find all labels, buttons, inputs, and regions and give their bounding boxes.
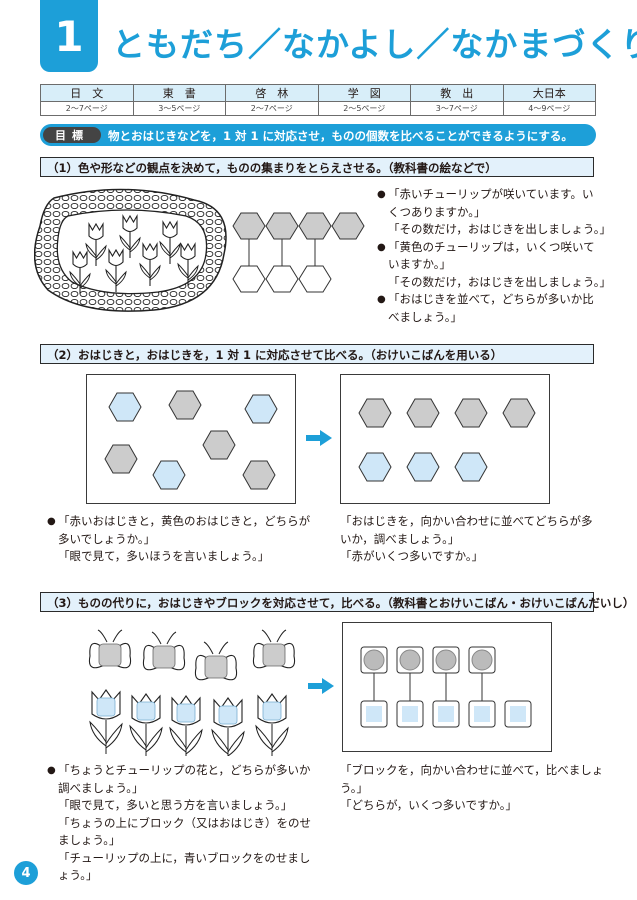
- publisher-name: 啓 林: [225, 84, 319, 102]
- text-line: 「チューリップの上に，青いブロックをのせまし: [58, 850, 311, 865]
- page-number: 4: [14, 861, 38, 885]
- section-2-heading: （2）おはじきと，おはじきを，1 対 1 に対応させて比べる。（おけいこばんを用…: [40, 344, 594, 364]
- text-line: ●「赤いおはじきと，黄色のおはじきと，どちらが: [47, 514, 311, 528]
- tulip-icon: [89, 689, 123, 755]
- text-line: いか，調べましょう。」: [340, 531, 460, 546]
- publisher-name: 日 文: [40, 84, 134, 102]
- butterfly-icon: [194, 641, 238, 681]
- section-3-left-text: ●「ちょうとチューリップの花と，どちらが多いか 調べましょう。」 「眼で見て，多…: [47, 762, 311, 885]
- publisher-pages: 2〜7ページ: [225, 101, 319, 116]
- publisher-pages: 2〜5ページ: [317, 101, 411, 116]
- goal-bar: [40, 124, 596, 146]
- page-title: ともだち／なかよし／なかまづくり: [112, 25, 637, 64]
- text-line: 「ブロックを，向かい合わせに並べて，比べましょ: [340, 763, 604, 777]
- tulip-icon: [211, 697, 245, 756]
- butterfly-icon: [252, 629, 296, 669]
- paired-blocks-board: [342, 622, 552, 752]
- text-line: 「眼で見て，多いほうを言いましょう。」: [58, 549, 270, 563]
- section-2-left-text: ●「赤いおはじきと，黄色のおはじきと，どちらが 多いでしょうか。」 「眼で見て，…: [47, 513, 311, 566]
- text-line: ましょう。」: [58, 833, 121, 847]
- butterflies-and-tulips-illustration: [88, 629, 296, 756]
- goal-tag: 目標: [43, 127, 101, 143]
- unit-number-tab: 1: [40, 0, 98, 72]
- publisher-table: 日 文 東 書 啓 林 学 図 教 出 大日本 2〜7ページ 3〜5ページ 2〜…: [40, 84, 596, 116]
- tulip-icon: [169, 695, 203, 756]
- publisher-pages: 3〜5ページ: [132, 101, 226, 116]
- text-line: 「その数だけ，おはじきを出しましょう。」: [388, 222, 611, 236]
- butterfly-icon: [142, 631, 186, 671]
- text-line: 「どちらが，いくつ多いですか。」: [340, 798, 517, 812]
- publisher-name: 教 出: [410, 84, 504, 102]
- text-line: 「赤がいくつ多いですか。」: [340, 549, 484, 563]
- text-line: 「眼で見て，多いと思う方を言いましょう。」: [58, 798, 293, 812]
- publisher-pages: 2〜7ページ: [40, 101, 134, 116]
- text-line: 調べましょう。」: [58, 780, 144, 795]
- text-line: 「その数だけ，おはじきを出しましょう。」: [388, 274, 611, 289]
- text-line: う。」: [340, 780, 369, 795]
- publisher-name-row: 日 文 東 書 啓 林 学 図 教 出 大日本: [40, 84, 596, 102]
- text-line: いますか。」: [388, 257, 452, 271]
- publisher-name: 東 書: [132, 84, 226, 102]
- tulip-garden-illustration: [34, 188, 227, 312]
- butterfly-icon: [88, 629, 132, 669]
- text-line: ●「赤いチューリップが咲いています。い: [377, 187, 594, 201]
- text-line: ょう。」: [58, 868, 98, 882]
- publisher-pages: 4〜9ページ: [502, 101, 596, 116]
- text-line: 「おはじきを，向かい合わせに並べてどちらが多: [340, 514, 593, 528]
- text-line: くつありますか。」: [388, 204, 486, 219]
- text-line: ●「黄色のチューリップは，いくつ咲いて: [377, 239, 595, 254]
- scattered-counters-board: [86, 374, 296, 504]
- arrow-right-icon: [306, 430, 332, 446]
- section-3-heading: （3）ものの代りに，おはじきやブロックを対応させて，比べる。（教科書とおけいこば…: [40, 592, 634, 612]
- counter-pairing-diagram: [232, 212, 365, 293]
- text-line: 「ちょうの上にブロック（又はおはじき）をのせ: [58, 815, 311, 830]
- section-1-heading: （1）色や形などの観点を決めて，ものの集まりをとらえさせる。（教科書の絵などで）: [40, 157, 594, 177]
- publisher-name: 学 図: [317, 84, 411, 102]
- tulip-icon: [255, 693, 289, 756]
- section-1-text: ●「赤いチューリップが咲いています。い くつありますか。」 「その数だけ，おはじ…: [377, 186, 611, 326]
- text-line: ●「ちょうとチューリップの花と，どちらが多いか: [47, 763, 311, 777]
- paired-counters-board: [340, 374, 550, 504]
- goal-text: 物とおはじきなどを，1 対 1 に対応させ，ものの個数を比べることができるように…: [108, 129, 573, 143]
- text-line: ●「おはじきを並べて，どちらが多いか比: [377, 292, 594, 306]
- block-icon: [360, 646, 496, 674]
- section-3-right-text: 「ブロックを，向かい合わせに並べて，比べましょ う。」 「どちらが，いくつ多いで…: [340, 762, 603, 815]
- arrow-right-icon: [308, 678, 334, 694]
- tulip-icon: [129, 693, 163, 756]
- publisher-name: 大日本: [502, 84, 596, 102]
- publisher-pages-row: 2〜7ページ 3〜5ページ 2〜7ページ 2〜5ページ 3〜7ページ 4〜9ペー…: [40, 101, 596, 116]
- text-line: べましょう。」: [388, 309, 463, 324]
- publisher-pages: 3〜7ページ: [410, 101, 504, 116]
- text-line: 多いでしょうか。」: [58, 531, 156, 546]
- section-2-right-text: 「おはじきを，向かい合わせに並べてどちらが多 いか，調べましょう。」 「赤がいく…: [340, 513, 593, 566]
